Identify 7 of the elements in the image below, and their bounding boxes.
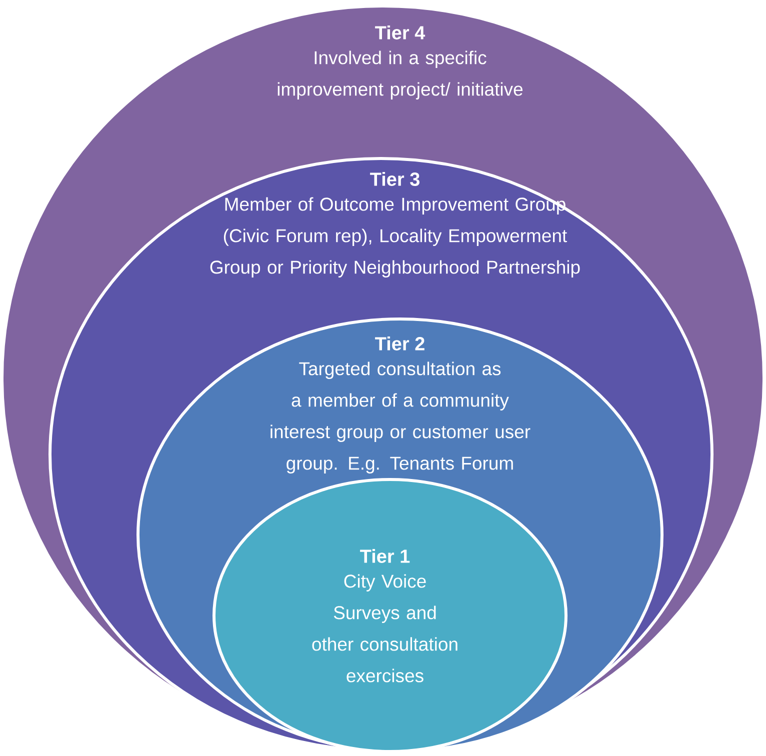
- tier-heading: Tier 2: [375, 336, 424, 350]
- tier-description: Targeted consultation as a member of a community interest group or customer user group. E.g. Tenants Forum: [270, 362, 530, 474]
- tier-heading: Tier 4: [375, 26, 426, 40]
- tier-description: City Voice Surveys and other consultation exercises: [312, 574, 458, 682]
- tier-heading: Tier 1: [360, 549, 410, 563]
- tier-description: Involved in a specific improvement project/ initiative: [278, 50, 523, 100]
- tier-heading: Tier 3: [370, 172, 420, 186]
